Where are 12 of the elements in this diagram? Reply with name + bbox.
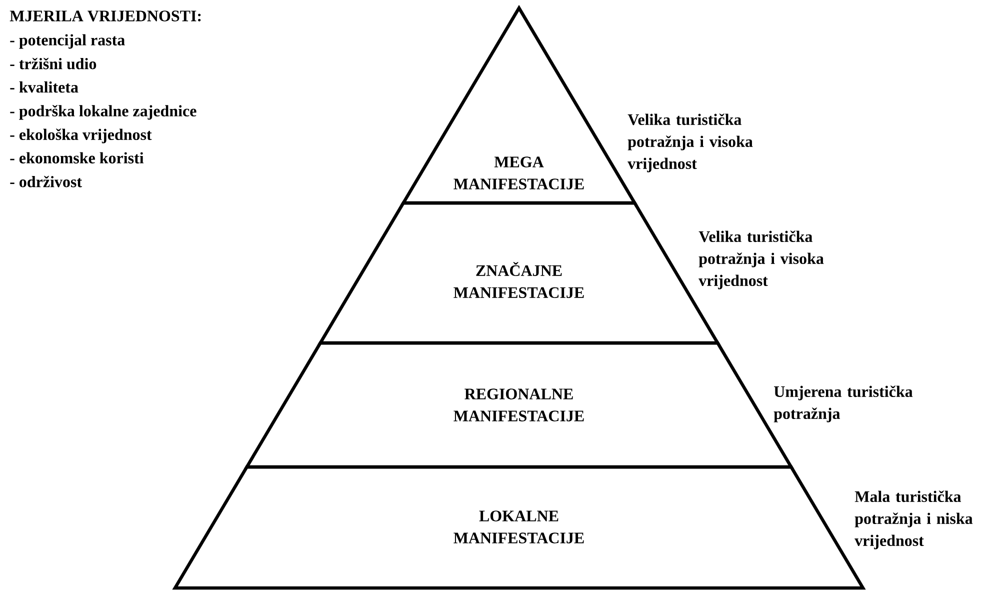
list-item: - potencijal rasta: [10, 34, 125, 49]
level-description: Velika turistička potražnja i visoka vrijednost: [698, 230, 824, 290]
list-item: - podrška lokalne zajednice: [10, 105, 196, 120]
list-item: - kvaliteta: [10, 81, 78, 93]
list-item: - tržišni udio: [10, 58, 96, 70]
list-heading: MJERILA VRIJEDNOSTI:: [10, 10, 201, 22]
level-description: Mala turistička potražnja i niska vrijednost: [854, 490, 973, 550]
level-description: Velika turistička potražnja i visoka vrijednost: [628, 114, 753, 172]
list-item: - ekološka vrijednost: [10, 128, 152, 144]
list-item: - ekonomske koristi: [10, 152, 144, 164]
list-item: - održivost: [10, 176, 82, 188]
level-description: Umjerena turistička potražnja: [774, 386, 913, 422]
